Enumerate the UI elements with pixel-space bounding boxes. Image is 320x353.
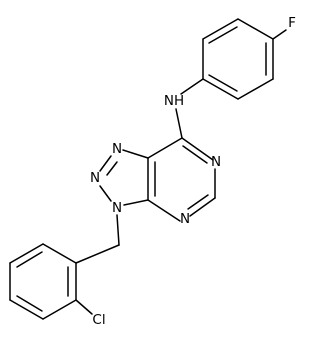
bond-cp-6 (42, 243, 77, 264)
bond-n3-ch2 (116, 214, 120, 246)
atom-label-nh: NH (164, 93, 184, 109)
bond-c7a-n1 (122, 149, 149, 159)
bond-n4-c3a (147, 199, 181, 222)
atom-label-f: F (288, 15, 296, 31)
bond-c-cl (75, 299, 93, 315)
atom-label-cl: Cl (92, 312, 105, 328)
bond-cp-3-inner (16, 295, 43, 312)
bond-cp-2 (42, 299, 77, 320)
bond-n3-c3a (123, 199, 149, 206)
bond-n1-n2-inner (106, 161, 118, 176)
bond-cp-5-inner (16, 251, 43, 268)
triazole-ring (99, 149, 149, 206)
pyrimidine-ring (147, 137, 216, 222)
molecule-structure-canvas: F NH N N N N N Cl (9, 15, 296, 328)
bond-c7a-c7 (147, 137, 183, 159)
molecule-svg: F NH N N N N N Cl (9, 15, 296, 328)
atom-label-n3: N (112, 200, 122, 216)
bond-c-f (272, 29, 287, 40)
bond-fp-6 (202, 18, 239, 40)
bond-n1-n2 (99, 155, 112, 172)
fluorophenyl-ring (202, 18, 274, 100)
bond-c5-n4-inner (187, 194, 209, 210)
bond-fp-4 (202, 78, 239, 100)
bond-ring-nh (180, 78, 204, 95)
atom-label-n1: N (112, 141, 122, 157)
bond-c5-n4 (189, 197, 216, 217)
atom-label-n6: N (211, 154, 221, 170)
bond-c7-n6 (181, 137, 214, 161)
bond-cp-5 (9, 243, 44, 264)
chlorophenyl-ring (9, 243, 77, 320)
bond-fp-1 (237, 18, 274, 40)
atom-label-n2: N (90, 170, 100, 186)
bond-n2-n3 (99, 185, 112, 202)
atom-label-n4: N (180, 211, 190, 227)
bond-fp-4-inner (208, 74, 238, 92)
bond-fp-3 (237, 78, 274, 100)
bond-cp-3 (9, 299, 44, 320)
bond-fp-6-inner (208, 26, 238, 44)
bond-nh-c7 (175, 108, 183, 139)
bond-c7-n6-inner (182, 145, 208, 164)
bond-ch2-benzene (75, 244, 120, 264)
